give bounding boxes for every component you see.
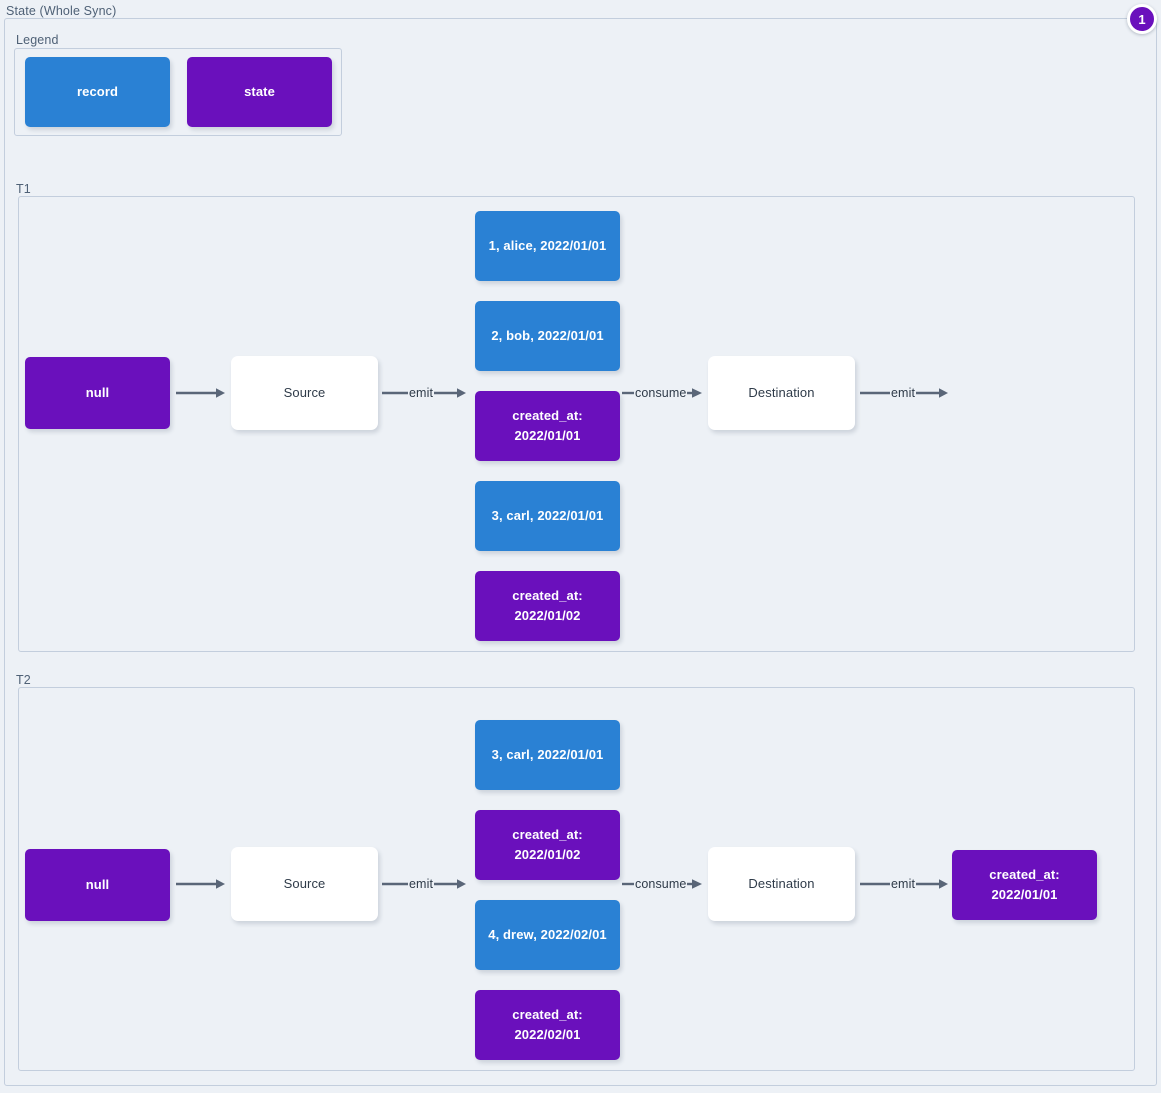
t2-stream-item-1[interactable]: created_at: 2022/01/02 [475, 810, 620, 880]
diagram-title: State (Whole Sync) [6, 4, 117, 18]
t1-stream-item-3[interactable]: 3, carl, 2022/01/01 [475, 481, 620, 551]
t2-initial-state[interactable]: null [25, 849, 170, 921]
diagram-outer-frame [4, 18, 1157, 1086]
t2-output-state[interactable]: created_at: 2022/01/01 [952, 850, 1097, 920]
arrow-line-icon [860, 391, 890, 395]
status-badge[interactable]: 1 [1127, 4, 1157, 34]
t2-arrow-emit-destination: emit [860, 875, 949, 893]
t1-stream-item-2[interactable]: created_at: 2022/01/01 [475, 391, 620, 461]
t1-initial-state-label: null [85, 384, 110, 400]
arrow-line-icon [382, 391, 408, 395]
t2-arrow-state-to-source [176, 875, 226, 893]
arrow-right-icon [176, 879, 225, 889]
t2-destination-node[interactable]: Destination [708, 847, 855, 921]
t2-stream-item-2[interactable]: 4, drew, 2022/02/01 [475, 900, 620, 970]
t1-source-label: Source [283, 384, 326, 400]
section-title-t1: T1 [16, 182, 31, 196]
section-frame-t2 [18, 687, 1135, 1071]
t1-stream-item-0[interactable]: 1, alice, 2022/01/01 [475, 211, 620, 281]
t2-source-node[interactable]: Source [231, 847, 378, 921]
arrow-line-icon [382, 882, 408, 886]
t2-stream-label-1: created_at: 2022/01/02 [512, 826, 583, 862]
t2-destination-label: Destination [748, 875, 815, 891]
arrow-right-icon [176, 388, 225, 398]
section-title-t2: T2 [16, 673, 31, 687]
t1-consume-label: consume [635, 386, 687, 400]
t1-destination-node[interactable]: Destination [708, 356, 855, 430]
t1-stream-label-1: 2, bob, 2022/01/01 [491, 327, 604, 343]
t1-arrow-emit-destination: emit [860, 384, 949, 402]
legend-swatch-state[interactable]: state [187, 57, 332, 127]
arrow-line-icon [622, 882, 634, 886]
arrow-line-icon [860, 882, 890, 886]
arrow-line-icon [622, 391, 634, 395]
t1-emit-label-2: emit [891, 386, 916, 400]
t1-stream-label-3: 3, carl, 2022/01/01 [491, 507, 604, 523]
t1-arrow-emit-source: emit [382, 384, 467, 402]
t2-stream-item-0[interactable]: 3, carl, 2022/01/01 [475, 720, 620, 790]
t2-emit-label-1: emit [409, 877, 434, 891]
t1-emit-label-1: emit [409, 386, 434, 400]
legend-title: Legend [16, 33, 59, 47]
t1-stream-label-2: created_at: 2022/01/01 [512, 407, 583, 443]
t2-stream-label-0: 3, carl, 2022/01/01 [491, 746, 604, 762]
t2-arrow-emit-source: emit [382, 875, 467, 893]
t1-arrow-state-to-source [176, 384, 226, 402]
t2-emit-label-2: emit [891, 877, 916, 891]
t1-arrow-consume: consume [622, 384, 703, 402]
t1-stream-item-1[interactable]: 2, bob, 2022/01/01 [475, 301, 620, 371]
arrow-right-icon [434, 879, 467, 889]
t1-stream-label-4: created_at: 2022/01/02 [512, 587, 583, 623]
t1-stream-label-0: 1, alice, 2022/01/01 [488, 237, 607, 253]
legend-label-record: record [76, 83, 119, 99]
section-frame-t1 [18, 196, 1135, 652]
arrow-right-icon [916, 879, 949, 889]
t2-arrow-consume: consume [622, 875, 703, 893]
t1-source-node[interactable]: Source [231, 356, 378, 430]
arrow-right-icon [687, 388, 703, 398]
legend-frame [14, 48, 342, 136]
t2-output-state-label: created_at: 2022/01/01 [989, 866, 1060, 902]
arrow-right-icon [434, 388, 467, 398]
t2-initial-state-label: null [85, 876, 110, 892]
t2-stream-label-3: created_at: 2022/02/01 [512, 1006, 583, 1042]
arrow-right-icon [687, 879, 703, 889]
t2-source-label: Source [283, 875, 326, 891]
t1-stream-item-4[interactable]: created_at: 2022/01/02 [475, 571, 620, 641]
legend-label-state: state [244, 83, 275, 99]
arrow-right-icon [916, 388, 949, 398]
t2-stream-label-2: 4, drew, 2022/02/01 [488, 926, 607, 942]
t2-stream-item-3[interactable]: created_at: 2022/02/01 [475, 990, 620, 1060]
t1-initial-state[interactable]: null [25, 357, 170, 429]
legend-swatch-record[interactable]: record [25, 57, 170, 127]
t1-destination-label: Destination [748, 384, 815, 400]
t2-consume-label: consume [635, 877, 687, 891]
